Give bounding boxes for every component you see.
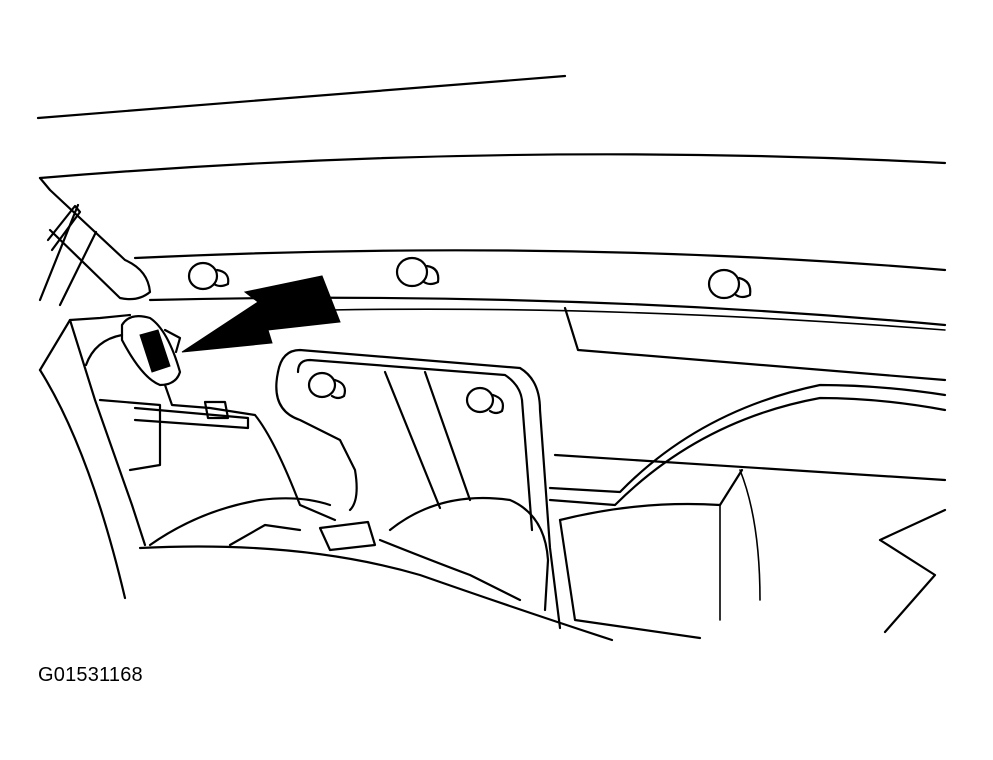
figure-code-label: G01531168 [38, 664, 143, 686]
sensor-wire [84, 333, 337, 522]
body-left-pillar [38, 368, 127, 600]
hood-strut [38, 176, 152, 301]
cowl-panel-seam [563, 306, 947, 382]
firewall-inner [148, 497, 332, 547]
mount-bracket-rib-2 [423, 370, 472, 502]
right-panel-edge [558, 468, 744, 522]
right-panel-detail [719, 469, 761, 621]
wiper-linkage-rod-2 [548, 396, 947, 507]
harness-bracket [133, 406, 250, 430]
right-panel-lower [558, 518, 702, 640]
arrow-pointer-icon [181, 275, 341, 353]
wire-harness-clip [203, 400, 230, 420]
connector-block [318, 520, 377, 552]
mount-bolt-2 [465, 386, 505, 415]
mount-bracket-inner [296, 358, 534, 532]
bracket-left [98, 398, 162, 472]
cowl-clip-1 [187, 261, 230, 291]
hood-edge-line [36, 74, 567, 120]
cowl-clip-2 [395, 256, 440, 288]
fender-edge [38, 313, 132, 372]
cowl-top-line [38, 153, 947, 180]
cowl-clip-3 [707, 268, 752, 300]
firewall-lower [138, 545, 614, 642]
mount-bracket-lower [275, 370, 358, 512]
cowl-panel-seam-2 [329, 308, 946, 331]
cowl-lower-line [553, 453, 947, 482]
mount-bracket [276, 348, 562, 630]
mount-bolt-1 [307, 371, 347, 400]
strut-rod [38, 203, 80, 302]
motor-housing-front [378, 538, 522, 602]
cowl-panel-upper-edge [133, 249, 947, 272]
mount-bracket-rib-1 [383, 370, 442, 510]
strut-rod-2 [58, 230, 98, 307]
body-left-inner [68, 318, 147, 547]
firewall-step [228, 523, 302, 547]
right-panel-fold [878, 508, 947, 634]
motor-housing [388, 496, 550, 612]
sensor-connector [120, 315, 182, 387]
wiper-linkage-rod [548, 383, 947, 494]
